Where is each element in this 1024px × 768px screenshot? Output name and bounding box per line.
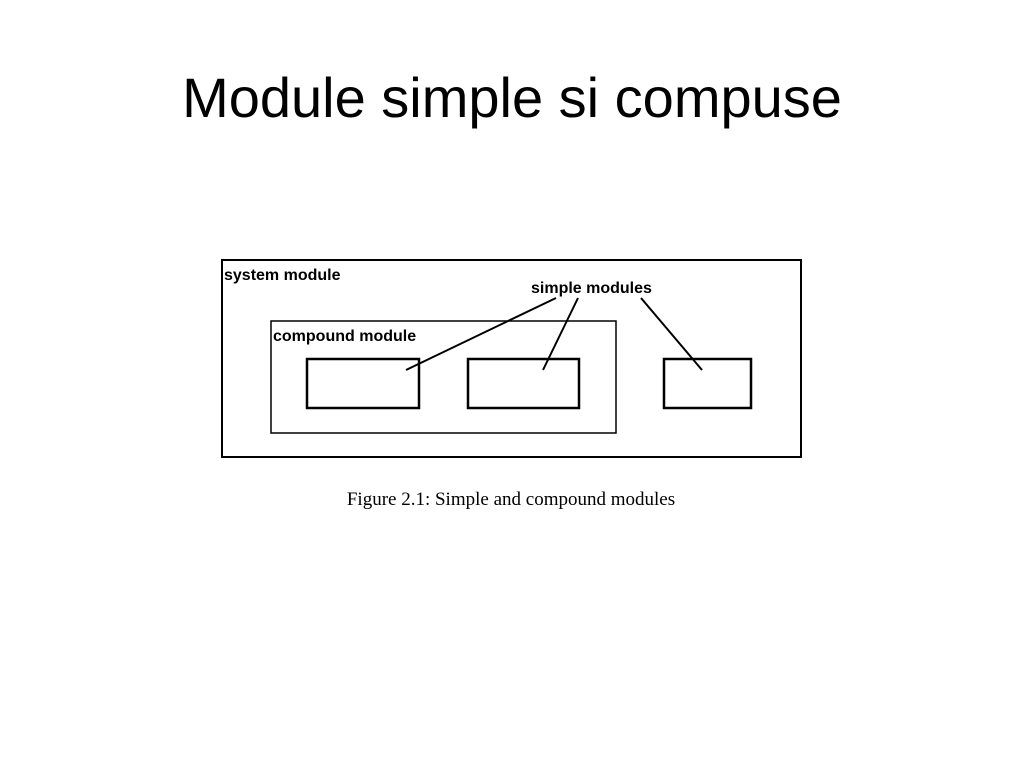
simple-module-box-3 (662, 357, 753, 410)
system-module-label: system module (224, 267, 341, 284)
figure-caption: Figure 2.1: Simple and compound modules (347, 489, 675, 510)
simple-modules-label: simple modules (531, 280, 652, 297)
pointer-line-3 (640, 297, 703, 371)
pointer-line-2 (542, 297, 579, 371)
simple-module-box-1 (305, 357, 421, 410)
pointer-line-1 (405, 297, 557, 371)
simple-module-box-2 (466, 357, 581, 410)
system-module-box (221, 259, 802, 458)
compound-module-box (270, 320, 617, 434)
slide-title: Module simple si compuse (182, 66, 842, 129)
compound-module-label: compound module (273, 328, 416, 345)
